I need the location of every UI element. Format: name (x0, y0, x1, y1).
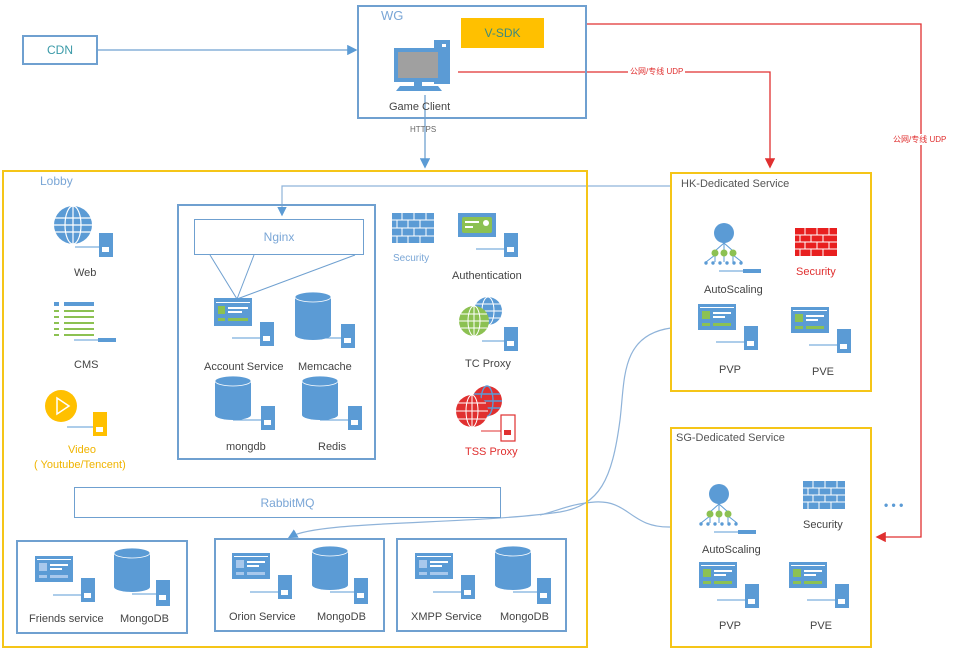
sg-autoscaling-label: AutoScaling (702, 544, 761, 556)
nginx-link (236, 254, 356, 300)
account-service-label: Account Service (204, 361, 284, 373)
xmpp-mongodb-icon (494, 545, 551, 604)
sg-pvp-label: PVP (719, 620, 742, 632)
orion-service-label: Orion Service (229, 611, 296, 623)
cms-label: CMS (74, 359, 99, 371)
sg-to-lobby-curve (539, 501, 672, 528)
security-label: Security (393, 253, 430, 264)
xmpp-mongodb-label: MongoDB (500, 611, 549, 623)
sg-security-label: Security (803, 519, 843, 531)
xmpp-service-icon (415, 553, 475, 599)
hk-to-orion-curve (287, 327, 672, 539)
tc-proxy-label: TC Proxy (465, 358, 511, 370)
udp-label-sg: 公网/专线 UDP (891, 134, 949, 145)
video-sublabel: ( Youtube/Tencent) (34, 459, 126, 471)
sg-title: SG-Dedicated Service (676, 432, 785, 444)
xmpp-service-box[interactable] (396, 538, 567, 632)
cdn-box[interactable]: CDN (22, 35, 98, 65)
account-service-icon (214, 298, 274, 346)
computer-icon (394, 40, 450, 91)
hk-security-label: Security (796, 266, 836, 278)
wg-title: WG (381, 8, 404, 23)
hk-pvp-server-icon (698, 304, 758, 350)
rabbitmq-label: RabbitMQ (260, 495, 315, 510)
rabbitmq-box[interactable]: RabbitMQ (74, 487, 501, 518)
nginx-link (209, 254, 238, 300)
orion-service-box[interactable] (214, 538, 385, 632)
hk-security-firewall-icon (795, 228, 837, 256)
sg-pvp-server-icon (699, 562, 759, 608)
xmpp-service-label: XMPP Service (411, 611, 482, 623)
web-globe-icon (54, 205, 113, 257)
friends-service-label: Friends service (29, 613, 104, 625)
more-regions-ellipsis: • • • (884, 498, 904, 512)
sg-security-firewall-icon (803, 481, 845, 509)
cms-list-icon (54, 302, 116, 342)
udp-label-hk: 公网/专线 UDP (628, 66, 686, 77)
hk-dedicated-service-box[interactable] (670, 172, 872, 392)
orion-mongodb-icon (311, 545, 368, 604)
nginx-box[interactable]: Nginx (194, 219, 364, 255)
friends-service-icon (35, 556, 95, 602)
hk-pve-label: PVE (812, 366, 835, 378)
account-cluster-box (177, 204, 376, 460)
friends-mongodb-icon (113, 547, 170, 606)
nginx-link (236, 254, 255, 300)
friends-mongodb-label: MongoDB (120, 613, 169, 625)
redis-db-icon (301, 375, 362, 430)
hk-autoscaling-label: AutoScaling (704, 284, 763, 296)
vsdk-label: V-SDK (484, 26, 521, 40)
web-label: Web (74, 267, 97, 279)
sg-dedicated-service-box[interactable] (670, 427, 872, 648)
lobby-container (2, 170, 588, 648)
tc-proxy-globe-icon (459, 296, 518, 351)
vsdk-box[interactable]: V-SDK (461, 18, 544, 48)
sg-pve-label: PVE (810, 620, 833, 632)
hk-pvp-label: PVP (719, 364, 742, 376)
hk-title: HK-Dedicated Service (681, 178, 790, 190)
mongodb-db-icon (214, 375, 275, 430)
redis-label: Redis (318, 441, 347, 453)
video-play-icon (45, 390, 107, 436)
orion-service-icon (232, 553, 292, 599)
authentication-label: Authentication (452, 270, 522, 282)
udp-sg-connector (587, 23, 922, 543)
https-label: HTTPS (410, 125, 437, 134)
authentication-certificate-icon (458, 213, 518, 257)
udp-hk-connector (458, 71, 776, 169)
mongodb-label: mongdb (226, 441, 266, 453)
friends-service-box[interactable] (16, 540, 188, 634)
security-firewall-icon (392, 213, 434, 243)
tss-proxy-globe-icon (456, 385, 516, 442)
wg-box[interactable] (357, 5, 587, 119)
hk-autoscaling-icon (704, 223, 761, 273)
nginx-label: Nginx (263, 230, 295, 244)
game-client-label: Game Client (389, 101, 451, 113)
memcache-label: Memcache (298, 361, 352, 373)
hk-pve-server-icon (791, 307, 851, 353)
tss-proxy-label: TSS Proxy (465, 446, 518, 458)
cdn-label: CDN (47, 43, 73, 57)
memcache-db-icon (294, 291, 355, 348)
sg-pve-server-icon (789, 562, 849, 608)
video-label: Video (68, 444, 96, 456)
lobby-title: Lobby (40, 174, 73, 188)
orion-mongodb-label: MongoDB (317, 611, 366, 623)
sg-autoscaling-icon (699, 484, 756, 534)
